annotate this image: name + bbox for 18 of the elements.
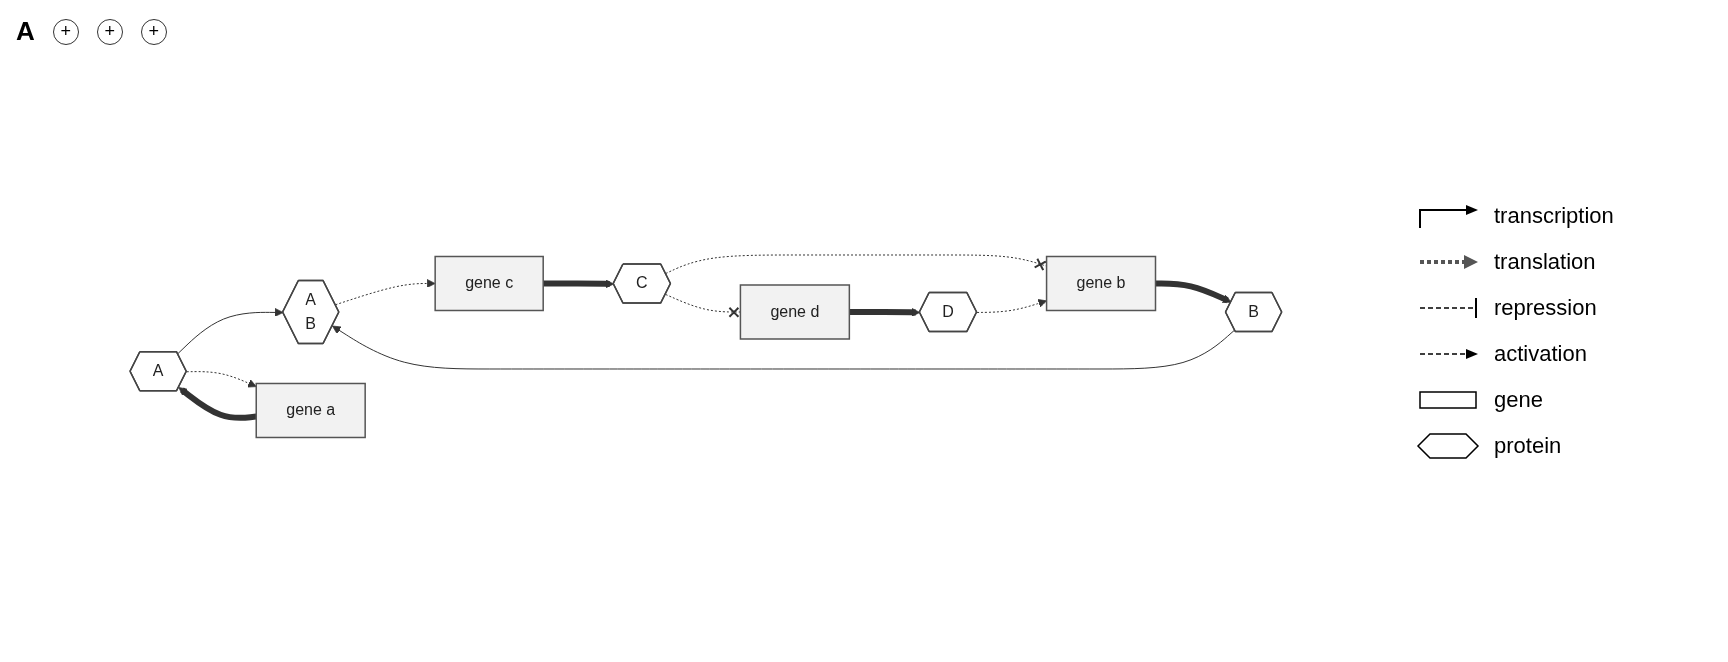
arrow <box>543 279 615 289</box>
legend-label: transcription <box>1494 203 1614 229</box>
legend-label: gene <box>1494 387 1543 413</box>
arrow <box>849 308 921 318</box>
arrow <box>178 387 257 422</box>
arrow <box>177 308 284 355</box>
legend-label: translation <box>1494 249 1596 275</box>
node-box: gene a <box>255 383 367 439</box>
legend-label: activation <box>1494 341 1587 367</box>
panel-letter: A <box>16 16 35 47</box>
node-box: gene b <box>1045 256 1157 312</box>
node-box: gene d <box>739 284 851 340</box>
node-box: gene c <box>434 256 545 312</box>
arrow <box>1155 280 1232 304</box>
arrow <box>332 325 1236 370</box>
arrow <box>186 371 257 388</box>
legend-label: repression <box>1494 295 1597 321</box>
legend-label: protein <box>1494 433 1562 459</box>
